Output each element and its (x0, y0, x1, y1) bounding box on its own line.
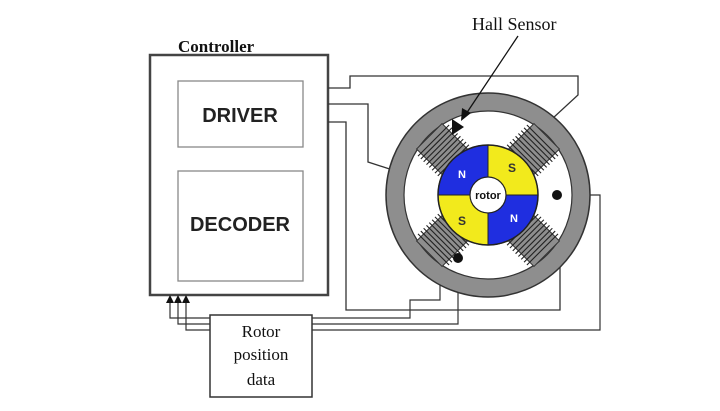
hall-sensor-pointer-arrow (461, 108, 471, 121)
hall-sensor-3-icon (453, 253, 463, 263)
hall-sensor-2-icon (552, 190, 562, 200)
hall-sensor-1-icon (452, 119, 464, 135)
hall-sensor-label: Hall Sensor (472, 14, 557, 34)
rotor: rotor N S S N (437, 144, 539, 246)
rotor-hub (469, 176, 507, 214)
feedback-arrow-2 (174, 295, 182, 303)
driver-label: DRIVER (202, 105, 278, 127)
pole-label-n-top-left: N (458, 169, 466, 181)
rotor-outline (437, 144, 539, 246)
driver-block (177, 80, 304, 148)
pole-label-s-bottom-left: S (458, 214, 466, 228)
decoder-block (177, 170, 304, 282)
rotor-position-line3: data (247, 370, 276, 389)
feedback-arrows (166, 295, 190, 303)
feedback-wire-2 (177, 300, 210, 325)
rotor-position-line1: Rotor (242, 322, 281, 341)
rotor-position-line2: position (234, 345, 289, 364)
feedback-wire-3 (185, 300, 210, 331)
hall-sensors (452, 119, 562, 263)
pole-label-n-bottom-right: N (510, 213, 518, 225)
hall-sensor-pointer (463, 35, 519, 118)
feedback-wire-1 (169, 300, 210, 319)
drive-wire-top (328, 75, 579, 131)
controller-title: Controller (178, 37, 255, 56)
rotor-label: rotor (475, 190, 501, 202)
rotor-position-box (209, 314, 313, 398)
drive-wire-left (328, 103, 409, 176)
decoder-label: DECODER (190, 214, 291, 236)
feedback-arrow-3 (182, 295, 190, 303)
feedback-arrow-1 (166, 295, 174, 303)
pole-label-s-top-right: S (508, 161, 516, 175)
